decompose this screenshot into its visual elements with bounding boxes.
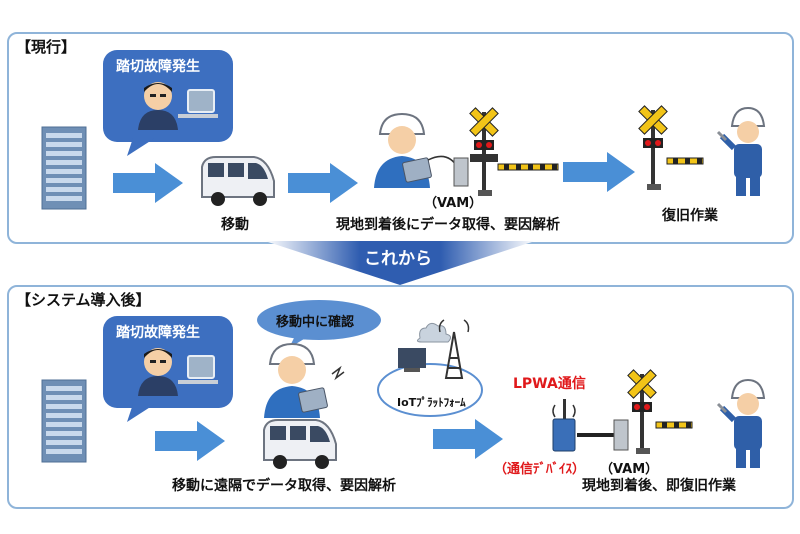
incident-bubble-text: 踏切故障発生 — [116, 59, 200, 75]
service-van-icon — [263, 419, 337, 469]
vam-device-icon — [427, 155, 469, 187]
communication-device-label: （通信ﾃﾞﾊﾞｲｽ） — [494, 462, 586, 477]
worker-with-tablet-icon — [374, 112, 432, 188]
railroad-crossing-icon — [638, 105, 704, 190]
flow-arrow — [113, 163, 183, 203]
confirm-bubble-text: 移動中に確認 — [276, 315, 355, 330]
iot-platform-label: IoTﾌﾟﾗｯﾄﾌｫｰﾑ — [397, 396, 466, 409]
step-immediate-repair-label: 現地到着後、即復旧作業 — [582, 478, 736, 494]
service-van-icon — [201, 156, 275, 206]
operator-at-laptop-icon — [138, 348, 218, 396]
device-link-line — [577, 433, 617, 437]
after-section-title: 【システム導入後】 — [16, 291, 151, 309]
lpwa-label: LPWA通信 — [513, 376, 586, 392]
step-move-label: 移動 — [221, 217, 249, 233]
building-icon — [41, 126, 87, 210]
worker-with-tablet-icon — [264, 342, 345, 418]
incident-bubble-text: 踏切故障発生 — [116, 325, 200, 341]
repair-worker-icon — [716, 378, 766, 468]
flow-arrow — [155, 421, 225, 461]
vam-label: （VAM） — [600, 462, 659, 477]
vam-label: （VAM） — [424, 196, 483, 211]
repair-worker-icon — [716, 106, 766, 196]
step-repair-label: 復旧作業 — [662, 208, 718, 224]
building-icon — [41, 379, 87, 463]
railroad-crossing-icon — [469, 107, 559, 196]
flow-arrow — [288, 163, 358, 203]
current-section-title: 【現行】 — [16, 38, 77, 56]
vam-device-icon — [613, 419, 629, 451]
step-onsite-label: 現地到着後にデータ取得、要因解析 — [336, 217, 560, 233]
lpwa-communication-device-icon — [552, 399, 576, 452]
flow-arrow — [563, 152, 635, 192]
iot-platform-icon — [377, 319, 483, 417]
railroad-crossing-icon — [627, 369, 693, 454]
transition-label: これから — [364, 249, 432, 269]
transition-banner — [265, 241, 535, 285]
operator-at-laptop-icon — [138, 82, 218, 130]
flow-arrow — [433, 419, 503, 459]
step-remote-label: 移動に遠隔でデータ取得、要因解析 — [172, 478, 396, 494]
